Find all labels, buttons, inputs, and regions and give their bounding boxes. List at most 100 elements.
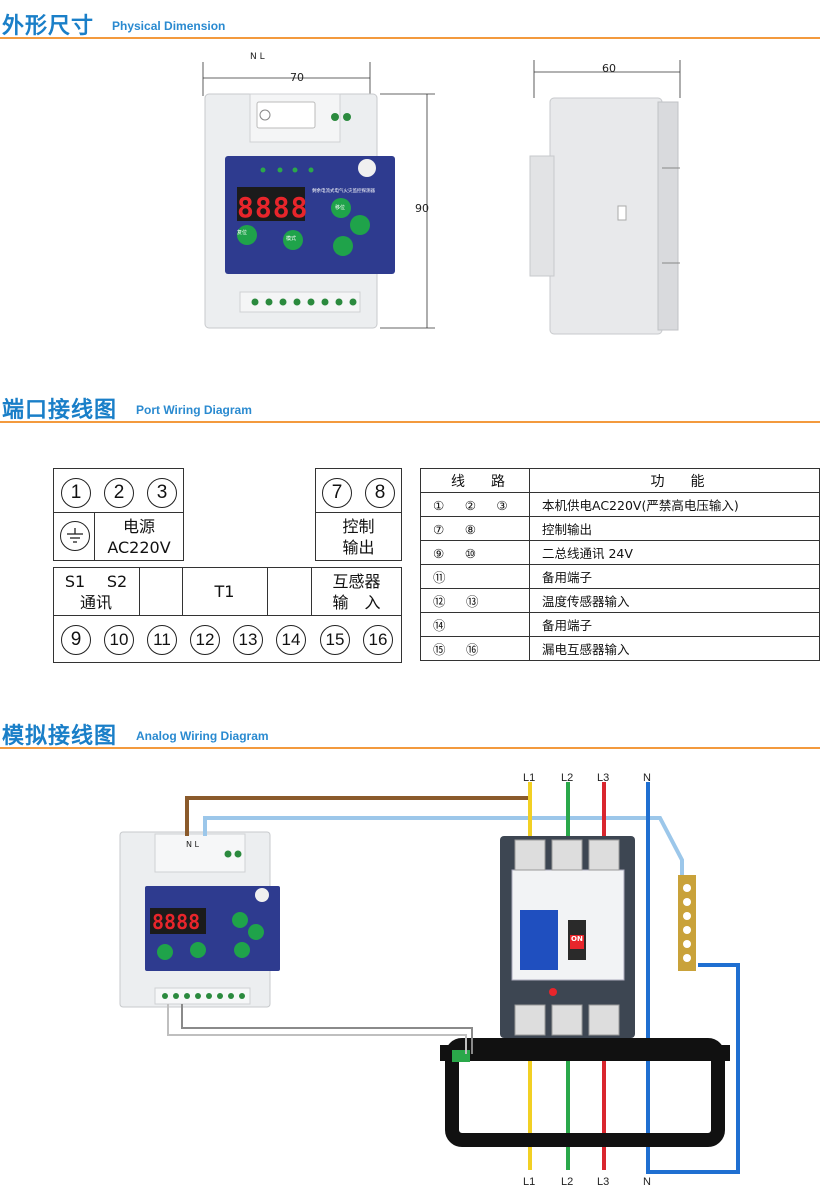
n-busbar	[678, 875, 696, 971]
divider	[315, 512, 402, 513]
wire-signal	[167, 1004, 467, 1054]
row-func: 备用端子	[529, 612, 820, 637]
label-top-L1: L1	[523, 772, 536, 784]
detector-terminal-label: N L	[186, 840, 199, 849]
wiring-diagram-figure: 8888	[119, 782, 740, 1174]
earth-icon	[60, 521, 90, 551]
label-top-L2: L2	[561, 772, 574, 784]
terminal-3: 3	[147, 478, 177, 508]
label-bottom-L2: L2	[561, 1176, 574, 1188]
detector-display: 8888	[152, 910, 200, 934]
dim-depth: 60	[602, 62, 616, 75]
btn-mode: 模式	[286, 236, 297, 242]
wire-signal-2	[181, 1004, 473, 1054]
section-rule	[0, 421, 820, 423]
row-func: 温度传感器输入	[529, 588, 820, 613]
power-label-voltage: AC220V	[107, 538, 171, 557]
control-label-1: 控制	[342, 517, 375, 536]
label-top-L3: L3	[597, 772, 610, 784]
btn-shift: 移位	[335, 205, 346, 211]
btn-reset: 复位	[237, 230, 248, 236]
label-bottom-L1: L1	[523, 1176, 536, 1188]
divider	[53, 615, 402, 616]
label-ct-2: 输 入	[332, 593, 381, 612]
terminal-7: 7	[322, 478, 352, 508]
label-comm: 通讯	[79, 593, 112, 612]
section-rule	[0, 37, 820, 39]
section-title-zh: 外形尺寸	[2, 14, 95, 39]
section-header-port: 端口接线图 Port Wiring Diagram	[0, 386, 820, 426]
device-terminal-label: N L	[250, 52, 265, 62]
label-ct-1: 互感器	[332, 572, 381, 591]
power-terminal-block	[53, 468, 184, 561]
terminal-9: 9	[61, 625, 91, 655]
row-func: 备用端子	[529, 564, 820, 589]
row-line: ⑦ ⑧	[420, 516, 530, 541]
row-func: 二总线通讯 24V	[529, 540, 820, 565]
table-header-row: 线 路 功 能	[420, 468, 820, 493]
section-title-en: Physical Dimension	[112, 19, 226, 33]
label-top-N: N	[643, 772, 651, 784]
divider	[53, 512, 184, 513]
section-header-physical: 外形尺寸 Physical Dimension	[0, 2, 820, 42]
section-title-zh: 模拟接线图	[2, 724, 118, 749]
divider	[139, 567, 140, 615]
detector-top-terminal	[154, 833, 246, 873]
header-line: 线 路	[420, 468, 530, 493]
terminal-11: 11	[147, 625, 177, 655]
terminal-1: 1	[61, 478, 91, 508]
terminal-14: 14	[276, 625, 306, 655]
divider	[267, 567, 268, 615]
divider	[182, 567, 183, 615]
device-display: 8888	[237, 191, 309, 224]
label-bottom-N: N	[643, 1176, 651, 1188]
terminal-16: 16	[363, 625, 393, 655]
wire-brown	[185, 796, 530, 836]
front-view-figure	[202, 62, 435, 329]
row-line: ⑪	[420, 564, 530, 589]
dim-height: 90	[415, 202, 429, 215]
terminal-15: 15	[320, 625, 350, 655]
terminal-8: 8	[365, 478, 395, 508]
divider	[311, 567, 312, 615]
label-bottom-L3: L3	[597, 1176, 610, 1188]
power-label-zh: 电源	[122, 517, 155, 536]
earth-symbol-svg	[67, 528, 83, 543]
header-func: 功 能	[529, 468, 820, 493]
section-title-en: Analog Wiring Diagram	[136, 729, 269, 743]
breaker-on-label: ON	[571, 935, 583, 943]
row-line: ⑮ ⑯	[420, 636, 530, 661]
device-product-name: 剩余电流式电气火灾监控探测器	[312, 189, 375, 194]
control-terminal-block	[315, 468, 402, 561]
terminal-13: 13	[233, 625, 263, 655]
control-label-2: 输出	[342, 538, 375, 557]
label-s1: S1	[64, 572, 86, 591]
row-line: ⑫ ⑬	[420, 588, 530, 613]
section-title-en: Port Wiring Diagram	[136, 403, 252, 417]
row-func: 控制输出	[529, 516, 820, 541]
label-t1: T1	[214, 582, 235, 601]
wire-lightblue	[203, 816, 684, 880]
section-rule	[0, 747, 820, 749]
breaker-on-switch	[570, 935, 584, 949]
row-line: ⑨ ⑩	[420, 540, 530, 565]
row-func: 本机供电AC220V(严禁高电压输入)	[529, 492, 820, 517]
side-view-figure	[529, 60, 681, 335]
terminal-12: 12	[190, 625, 220, 655]
dim-width: 70	[290, 71, 304, 84]
section-header-analog: 模拟接线图 Analog Wiring Diagram	[0, 712, 820, 752]
row-line: ⑭	[420, 612, 530, 637]
divider	[53, 512, 95, 561]
row-func: 漏电互感器输入	[529, 636, 820, 661]
row-line: ① ② ③	[420, 492, 530, 517]
label-s2: S2	[106, 572, 128, 591]
terminal-2: 2	[104, 478, 134, 508]
